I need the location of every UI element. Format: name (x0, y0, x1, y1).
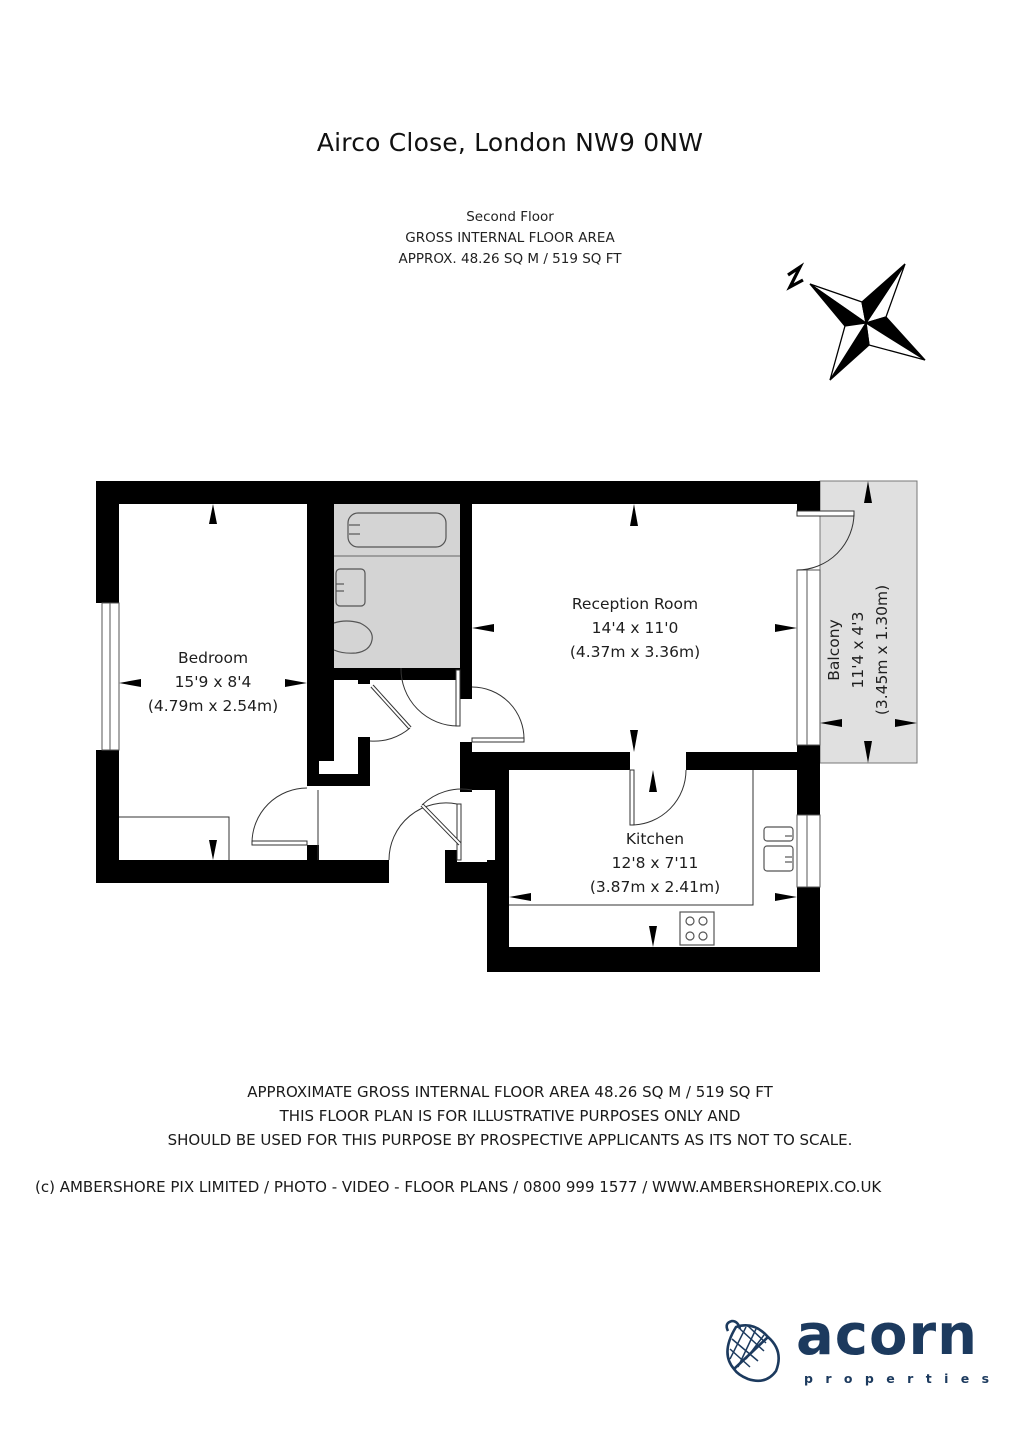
sink-icon (763, 826, 794, 842)
room-size-metric: (3.45m x 1.30m) (873, 584, 891, 716)
windows (101, 569, 821, 888)
page-title: Airco Close, London NW9 0NW (316, 128, 704, 157)
bathroom-area (334, 504, 460, 668)
basin-icon (335, 568, 366, 607)
acorn-properties-logo: acorn properties (718, 1303, 1008, 1393)
room-name: Reception Room (571, 595, 699, 613)
disclaimer-line: SHOULD BE USED FOR THIS PURPOSE BY PROSP… (167, 1131, 853, 1149)
floor-summary: Second Floor GROSS INTERNAL FLOOR AREA A… (0, 207, 1020, 270)
room-name: Kitchen (625, 830, 685, 848)
copyright-line: (c) AMBERSHORE PIX LIMITED / PHOTO - VID… (35, 1178, 882, 1196)
balcony-area (819, 480, 918, 764)
acorn-icon (725, 1319, 780, 1383)
toilet-icon (333, 620, 373, 654)
compass-rose-icon (786, 262, 926, 381)
hob-icon (679, 911, 715, 946)
room-label-reception: Reception Room 14'4 x 11'0 (4.37m x 3.36… (545, 592, 725, 664)
disclaimer-line: APPROXIMATE GROSS INTERNAL FLOOR AREA 48… (247, 1083, 773, 1101)
room-size-imperial: 14'4 x 11'0 (591, 619, 679, 637)
doors (119, 510, 855, 906)
room-size-imperial: 12'8 x 7'11 (611, 854, 699, 872)
disclaimer-line: THIS FLOOR PLAN IS FOR ILLUSTRATIVE PURP… (279, 1107, 741, 1125)
disclaimer: APPROXIMATE GROSS INTERNAL FLOOR AREA 48… (0, 1080, 1020, 1152)
floor-name: Second Floor (466, 209, 554, 225)
room-name: Balcony (825, 619, 843, 681)
dimension-arrows (119, 481, 917, 947)
room-label-bedroom: Bedroom 15'9 x 8'4 (4.79m x 2.54m) (133, 646, 293, 718)
logo-wordmark: acorn (796, 1303, 978, 1368)
room-size-metric: (4.79m x 2.54m) (147, 697, 279, 715)
room-label-kitchen: Kitchen 12'8 x 7'11 (3.87m x 2.41m) (575, 827, 735, 899)
room-label-balcony: Balcony 11'4 x 4'3 (3.45m x 1.30m) (822, 560, 894, 740)
room-size-imperial: 11'4 x 4'3 (849, 611, 867, 689)
sink-icon (763, 845, 794, 872)
north-label-icon (786, 262, 805, 291)
area-heading: GROSS INTERNAL FLOOR AREA (405, 230, 615, 246)
walls (96, 481, 820, 972)
room-name: Bedroom (177, 649, 249, 667)
area-value: APPROX. 48.26 SQ M / 519 SQ FT (398, 251, 622, 267)
bath-icon (347, 512, 447, 548)
room-size-metric: (3.87m x 2.41m) (589, 878, 721, 896)
room-size-metric: (4.37m x 3.36m) (569, 643, 701, 661)
logo-subtitle: properties (804, 1371, 1002, 1386)
room-size-imperial: 15'9 x 8'4 (174, 673, 252, 691)
